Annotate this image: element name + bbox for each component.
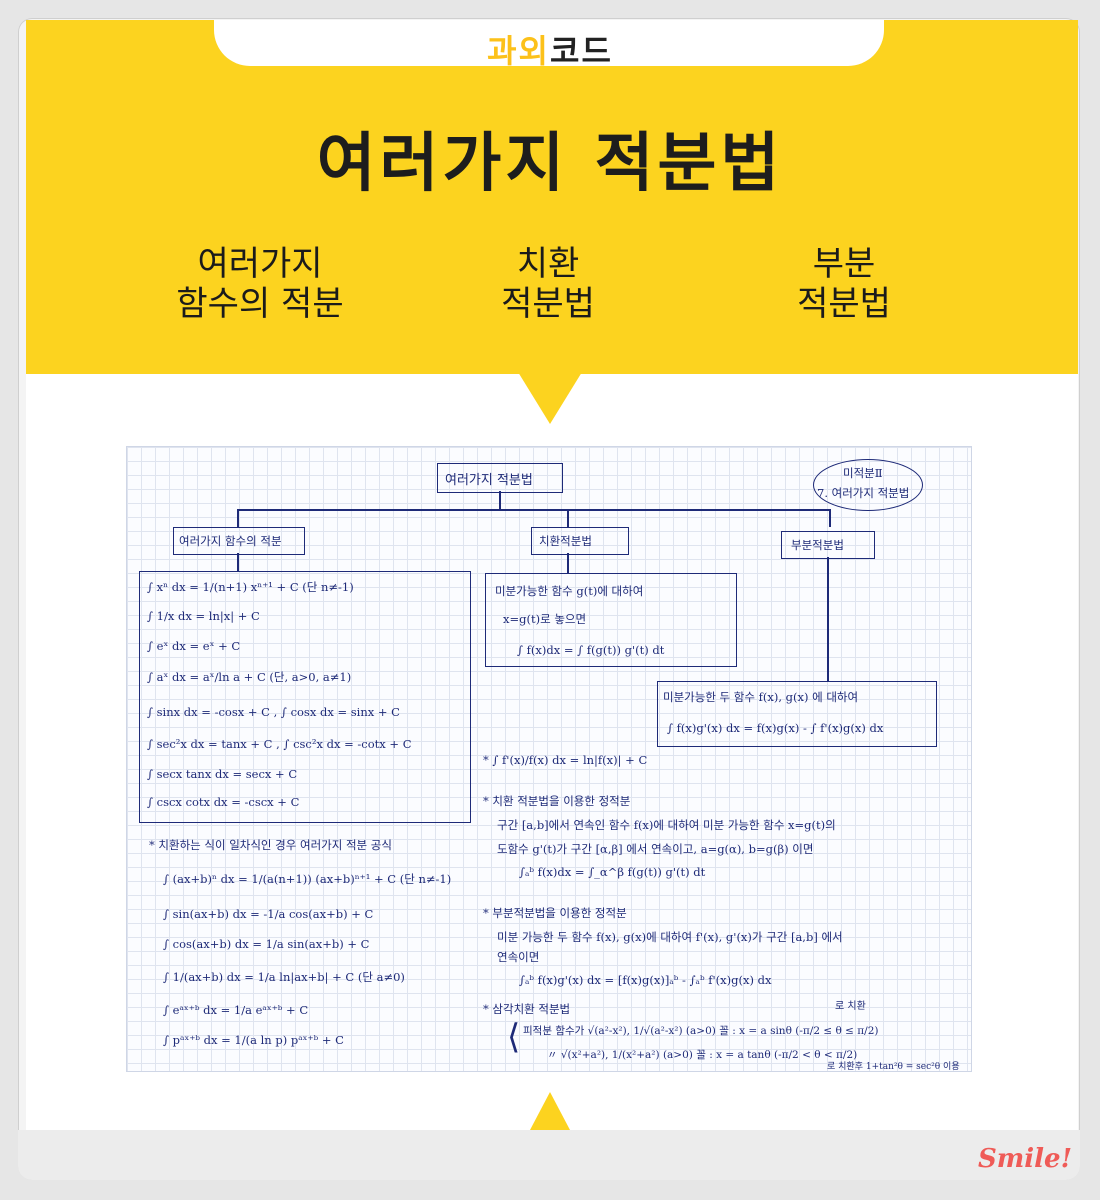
- def-sub-formula: ∫ₐᵇ f(x)dx = ∫_α^β f(g(t)) g'(t) dt: [519, 865, 706, 879]
- formula-line: ∫ eˣ dx = eˣ + C: [147, 639, 241, 653]
- sub-line: 미분가능한 함수 g(t)에 대하여: [495, 584, 644, 598]
- def-sub-title: * 치환 적분법을 이용한 정적분: [483, 794, 631, 808]
- tree-line: [237, 509, 829, 511]
- def-part-line: 미분 가능한 두 함수 f(x), g(x)에 대하여 f'(x), g'(x)…: [497, 930, 843, 944]
- tree-line: [499, 491, 501, 509]
- category-line1: 부분: [812, 244, 876, 284]
- badge-line1: 미적분Ⅱ: [843, 466, 883, 480]
- category-line2: 적분법: [501, 284, 595, 324]
- formula-line: ∫ 1/(ax+b) dx = 1/a ln|ax+b| + C (단 a≠0): [163, 970, 405, 984]
- category-line1: 치환: [516, 244, 580, 284]
- def-sub-line: 도함수 g'(t)가 구간 [α,β] 에서 연속이고, a=g(α), b=g…: [497, 842, 814, 856]
- trig-note: 로 치환: [835, 1001, 866, 1012]
- trig-note: 로 치환후 1+tan²θ = sec²θ 이용: [827, 1062, 960, 1072]
- tree-line: [567, 553, 569, 573]
- parts-line: ∫ f(x)g'(x) dx = f(x)g(x) - ∫ f'(x)g(x) …: [667, 721, 884, 735]
- formula-line: ∫ 1/x dx = ln|x| + C: [147, 609, 260, 623]
- formula-line: ∫ sin(ax+b) dx = -1/a cos(ax+b) + C: [163, 907, 374, 921]
- formula-line: ∫ cos(ax+b) dx = 1/a sin(ax+b) + C: [163, 937, 370, 951]
- page-title: 여러가지 적분법: [316, 127, 784, 201]
- formula-line: ∫ secx tanx dx = secx + C: [147, 767, 298, 781]
- header-panel: [26, 20, 1078, 374]
- def-sub-line: 구간 [a,b]에서 연속인 함수 f(x)에 대하여 미분 가능한 함수 x=…: [497, 818, 836, 832]
- brand-tab: [214, 20, 884, 66]
- category-line1: 여러가지: [197, 244, 323, 284]
- category-substitution: 치환 적분법: [418, 244, 678, 324]
- sub-line: ∫ f(x)dx = ∫ f(g(t)) g'(t) dt: [517, 643, 665, 657]
- formula-line: ∫ sinx dx = -cosx + C , ∫ cosx dx = sinx…: [147, 705, 400, 719]
- smile-logo: Smile!: [978, 1144, 1072, 1174]
- trig-line: 〃 √(x²+a²), 1/(x²+a²) (a>0) 꼴 : x = a ta…: [547, 1049, 858, 1061]
- formula-line: ∫ xⁿ dx = 1/(n+1) xⁿ⁺¹ + C (단 n≠-1): [147, 580, 354, 594]
- linear-title: * 치환하는 식이 일차식인 경우 여러가지 적분 공식: [149, 838, 392, 852]
- formula-box-parts: [657, 681, 937, 747]
- tree-line: [237, 509, 239, 527]
- pointer-up-icon: [530, 1092, 570, 1130]
- parts-line: 미분가능한 두 함수 f(x), g(x) 에 대하여: [663, 690, 859, 704]
- formula-box-sub: [485, 573, 737, 667]
- tree-line: [237, 553, 239, 571]
- category-line2: 함수의 적분: [176, 284, 344, 324]
- tree-line: [829, 509, 831, 527]
- formula-line: ∫ pᵃˣ⁺ᵇ dx = 1/(a ln p) pᵃˣ⁺ᵇ + C: [163, 1033, 344, 1047]
- tree-line: [827, 557, 829, 681]
- brand-logo: 과외코드: [0, 26, 1100, 72]
- category-parts: 부분 적분법: [714, 244, 974, 324]
- branch-mid-label: 치환적분법: [539, 534, 592, 548]
- formula-line: ∫ (ax+b)ⁿ dx = 1/(a(n+1)) (ax+b)ⁿ⁺¹ + C …: [163, 872, 452, 886]
- brand-part1: 과외: [487, 32, 550, 70]
- root-label: 여러가지 적분법: [445, 473, 533, 488]
- def-part-line: 연속이면: [497, 950, 540, 964]
- sub-line: x=g(t)로 놓으면: [503, 612, 587, 626]
- handwritten-notes: 여러가지 적분법 미적분Ⅱ 7. 여러가지 적분법 여러가지 함수의 적분 치환…: [126, 446, 972, 1072]
- pointer-down-icon: [518, 372, 582, 424]
- branch-left-label: 여러가지 함수의 적분: [179, 534, 282, 548]
- footer-bar: [18, 1130, 1080, 1180]
- chapter-badge: [813, 459, 923, 511]
- category-line2: 적분법: [797, 284, 891, 324]
- brace-icon: ⟨: [507, 1017, 521, 1057]
- trig-line: 피적분 함수가 √(a²-x²), 1/√(a²-x²) (a>0) 꼴 : x…: [523, 1025, 879, 1037]
- tree-line: [567, 509, 569, 527]
- formula-box-left: [139, 571, 471, 823]
- trig-title: * 삼각치환 적분법: [483, 1002, 571, 1016]
- formula-line: ∫ cscx cotx dx = -cscx + C: [147, 795, 300, 809]
- branch-right-label: 부분적분법: [791, 538, 844, 552]
- def-part-title: * 부분적분법을 이용한 정적분: [483, 906, 627, 920]
- badge-line2: 7. 여러가지 적분법: [817, 486, 910, 500]
- category-functions: 여러가지 함수의 적분: [130, 244, 390, 324]
- formula-line: ∫ sec²x dx = tanx + C , ∫ csc²x dx = -co…: [147, 737, 412, 751]
- def-part-formula: ∫ₐᵇ f(x)g'(x) dx = [f(x)g(x)]ₐᵇ - ∫ₐᵇ f'…: [519, 973, 772, 987]
- branch-left-box: [173, 527, 305, 555]
- formula-line: ∫ eᵃˣ⁺ᵇ dx = 1/a eᵃˣ⁺ᵇ + C: [163, 1003, 309, 1017]
- log-formula: * ∫ f'(x)/f(x) dx = ln|f(x)| + C: [483, 753, 648, 767]
- formula-line: ∫ aˣ dx = aˣ/ln a + C (단, a>0, a≠1): [147, 670, 352, 684]
- branch-mid-box: [531, 527, 629, 555]
- brand-part2: 코드: [550, 32, 613, 70]
